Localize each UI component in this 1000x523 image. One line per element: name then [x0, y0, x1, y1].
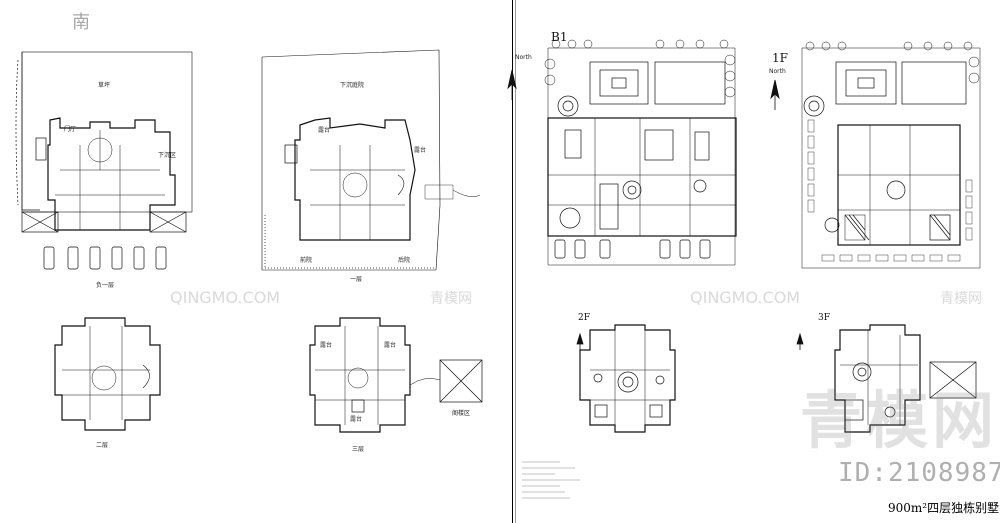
left-panel-third — [232, 306, 512, 523]
level-tag-1f: 1F — [772, 51, 788, 65]
watermark-logo: 青模网 — [800, 384, 999, 457]
sheet-divider-right — [515, 0, 516, 523]
left-panel-second — [0, 306, 233, 523]
level-tag-3f: 3F — [818, 313, 830, 323]
second-floor-label: 二层 — [96, 442, 109, 449]
basement-floor-label: 负一层 — [96, 282, 115, 289]
left-panel-basement — [0, 0, 233, 307]
right-panel-1f — [756, 0, 1000, 307]
sheet-divider-left — [512, 0, 513, 523]
north-label-1f: North — [769, 68, 786, 75]
third-floor-label: 三层 — [352, 446, 365, 453]
compass-south-label: 南 — [72, 12, 90, 33]
ground-area-note-1: 露台 — [318, 127, 331, 134]
level-tag-2f: 2F — [578, 313, 590, 323]
third-side-label: 阁楼区 — [452, 410, 471, 417]
right-panel-3f — [756, 306, 1000, 523]
ground-floor-label: 一层 — [350, 276, 363, 283]
basement-area-note-1: 门厅 — [64, 126, 77, 133]
level-tag-b1: B1 — [551, 30, 568, 44]
right-panel-2f — [516, 306, 757, 523]
ground-bottom-left: 前院 — [300, 257, 313, 264]
basement-top-label: 草坪 — [98, 82, 111, 89]
ground-bottom-right: 后院 — [398, 257, 411, 264]
third-area-note-2: 露台 — [384, 342, 397, 349]
basement-area-note-2: 下沉区 — [158, 152, 177, 159]
left-panel-ground — [232, 0, 512, 307]
page-title: 900m²四层独栋别墅 — [888, 501, 1000, 515]
north-label-b1: North — [515, 54, 532, 61]
ground-area-note-2: 露台 — [414, 147, 427, 154]
ground-top-label: 下沉庭院 — [340, 82, 365, 89]
third-area-note-3: 露台 — [350, 416, 363, 423]
watermark-id: ID:2108987 — [838, 458, 1000, 488]
third-area-note-1: 露台 — [320, 342, 333, 349]
